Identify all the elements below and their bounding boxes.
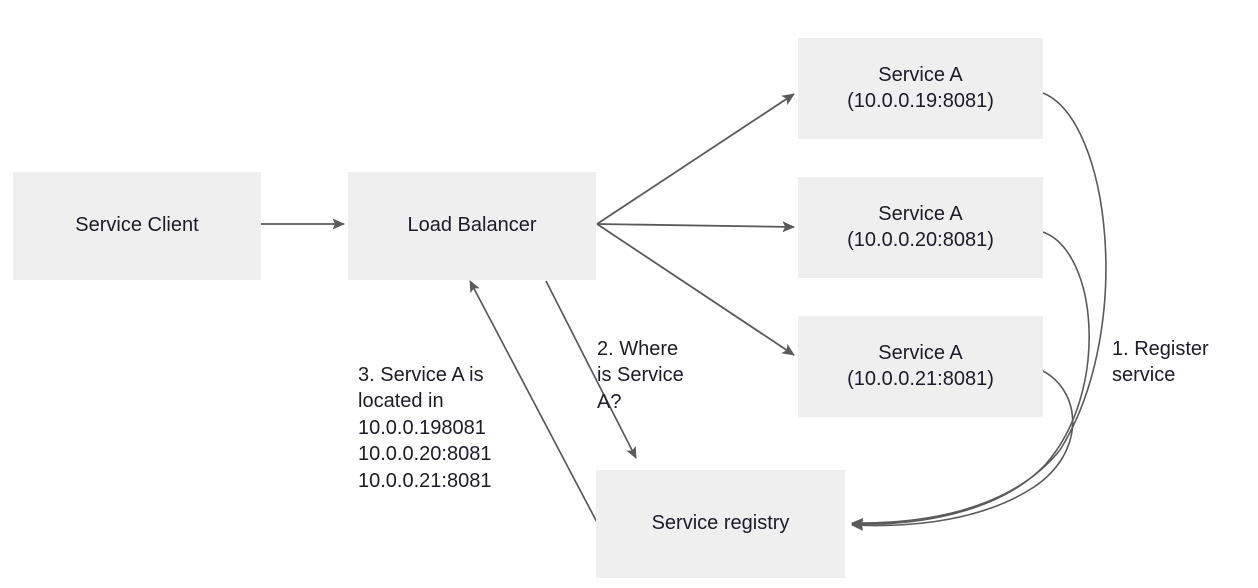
node-service-registry[interactable]: Service registry <box>596 470 845 578</box>
node-service-a-1[interactable]: Service A (10.0.0.19:8081) <box>798 38 1043 139</box>
node-service-a-1-label: Service A (10.0.0.19:8081) <box>847 63 994 112</box>
node-service-a-3[interactable]: Service A (10.0.0.21:8081) <box>798 316 1043 417</box>
edge-lb-to-service-a-2 <box>596 221 796 233</box>
annotation-step-2: 2. Where is Service A? <box>597 338 684 413</box>
edge-lb-to-service-a-1 <box>596 93 795 225</box>
edge-service-a-1-to-registry <box>851 92 1107 529</box>
node-service-client[interactable]: Service Client <box>13 172 261 280</box>
node-service-client-label: Service Client <box>75 214 199 237</box>
node-service-a-2[interactable]: Service A (10.0.0.20:8081) <box>798 177 1043 278</box>
annotation-step-3: 3. Service A is located in 10.0.0.198081… <box>358 364 492 492</box>
node-service-registry-label: Service registry <box>651 512 790 535</box>
node-service-a-3-label: Service A (10.0.0.21:8081) <box>847 341 994 390</box>
node-load-balancer-label: Load Balancer <box>407 214 537 237</box>
node-load-balancer[interactable]: Load Balancer <box>348 172 596 280</box>
annotation-step-1: 1. Register service <box>1112 338 1209 387</box>
node-service-a-2-label: Service A (10.0.0.20:8081) <box>847 202 994 251</box>
